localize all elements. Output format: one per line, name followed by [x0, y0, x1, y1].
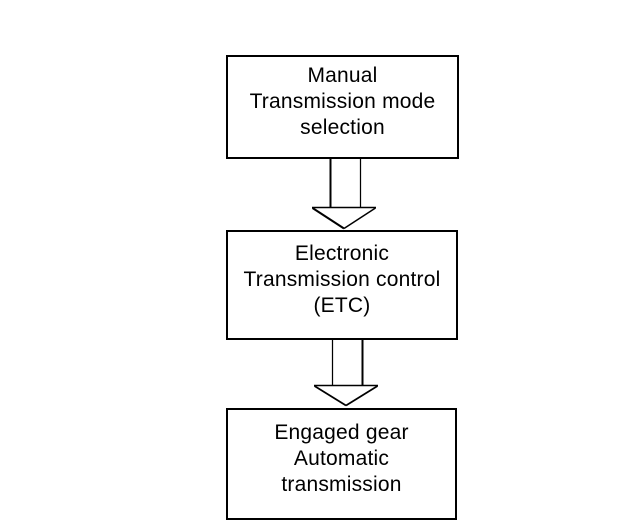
- flowchart-node-manual-mode-selection: Manual Transmission mode selection: [226, 55, 459, 159]
- node-text-line: Engaged gear: [274, 421, 409, 444]
- node-text-line: (ETC): [313, 294, 371, 317]
- node-text-line: Transmission mode: [249, 90, 436, 113]
- node-text-block: Electronic Transmission control (ETC): [244, 241, 441, 319]
- node-text-line: Transmission control: [243, 268, 441, 291]
- node-text-line: Electronic: [294, 242, 390, 265]
- flowchart-node-engaged-gear-automatic-transmission: Engaged gear Automatic transmission: [226, 408, 457, 520]
- node-text-line: selection: [300, 116, 385, 139]
- flowchart-node-electronic-transmission-control: Electronic Transmission control (ETC): [226, 230, 458, 340]
- node-text-line: Manual: [307, 64, 378, 87]
- down-arrow-icon: [314, 340, 378, 407]
- node-text-line: transmission: [281, 473, 402, 496]
- node-text-line: Automatic: [293, 447, 390, 470]
- down-arrow-icon: [311, 159, 376, 230]
- node-text-block: Manual Transmission mode selection: [250, 63, 436, 141]
- node-text-block: Engaged gear Automatic transmission: [274, 420, 408, 498]
